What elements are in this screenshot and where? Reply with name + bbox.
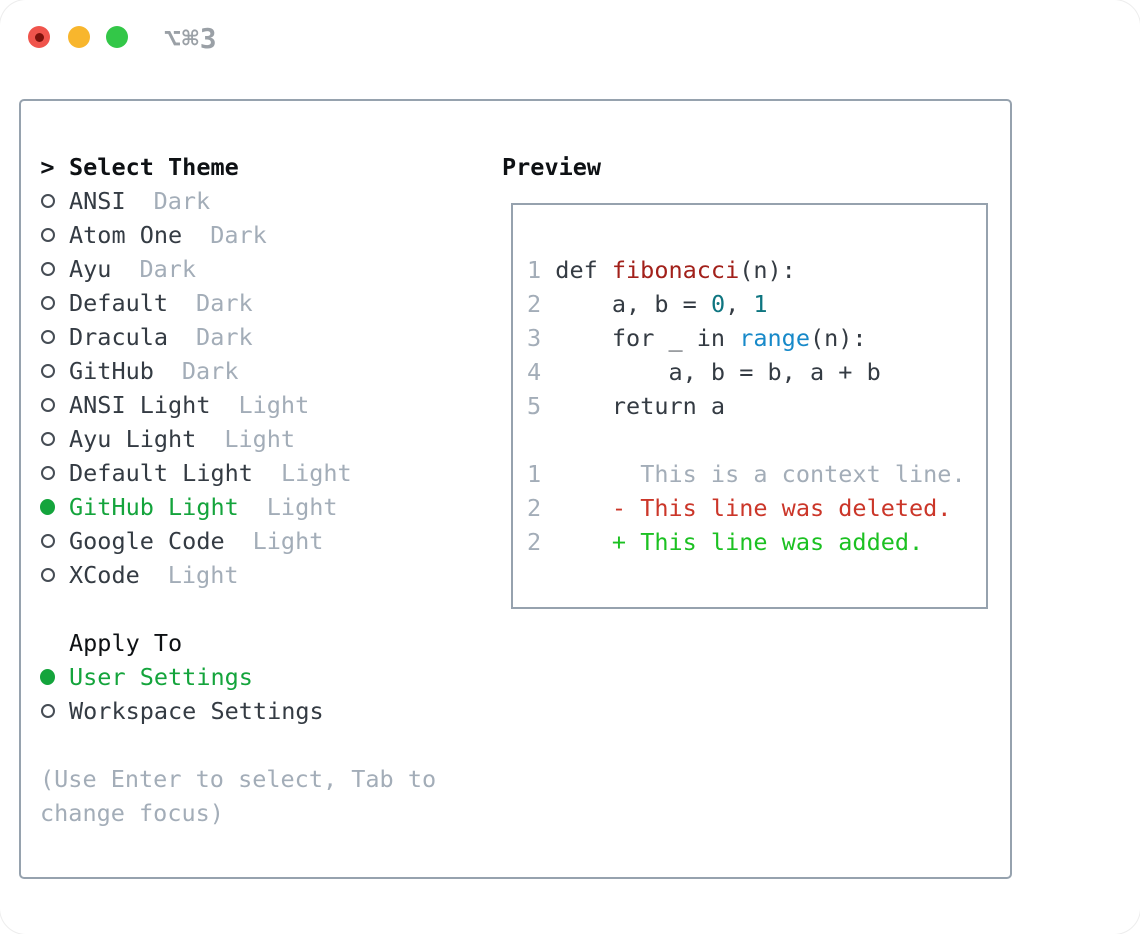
theme-variant-label: Dark bbox=[210, 221, 267, 249]
apply-option-label: Workspace Settings bbox=[69, 697, 324, 725]
hint-text-line1: (Use Enter to select, Tab to bbox=[40, 765, 437, 793]
theme-option-xcode[interactable]: XCode Light bbox=[40, 558, 436, 592]
apply-to-header: Apply To bbox=[40, 626, 436, 660]
minimize-button[interactable] bbox=[68, 26, 90, 48]
theme-option-default-light[interactable]: Default Light Light bbox=[40, 456, 436, 490]
radio-icon bbox=[40, 228, 55, 242]
radio-icon bbox=[40, 568, 55, 582]
radio-selected-icon bbox=[40, 669, 55, 685]
theme-variant-label: Dark bbox=[153, 187, 211, 215]
radio-icon bbox=[40, 534, 55, 548]
theme-variant-label: Light bbox=[167, 561, 239, 589]
radio-icon bbox=[40, 704, 55, 718]
preview-line: 5 return a bbox=[527, 392, 726, 420]
select-theme-title: Select Theme bbox=[69, 153, 239, 181]
window-title-shortcut: ⌥⌘3 bbox=[164, 22, 218, 55]
theme-variant-label: Light bbox=[252, 527, 324, 555]
radio-icon bbox=[40, 432, 55, 446]
theme-name: ANSI Light bbox=[69, 391, 211, 419]
theme-variant-label: Dark bbox=[196, 289, 253, 317]
preview-line: 2 - This line was deleted. bbox=[527, 494, 952, 522]
preview-line: 1 This is a context line. bbox=[527, 460, 966, 488]
theme-option-ayu-light[interactable]: Ayu Light Light bbox=[40, 422, 436, 456]
preview-line: 3 for _ in range(n): bbox=[527, 324, 867, 352]
theme-variant-label: Light bbox=[238, 391, 310, 419]
preview-line: 2 a, b = 0, 1 bbox=[527, 290, 768, 318]
theme-variant-label: Light bbox=[224, 425, 296, 453]
preview-line: 2 + This line was added. bbox=[527, 528, 924, 556]
theme-option-google-code[interactable]: Google Code Light bbox=[40, 524, 436, 558]
preview-line: 1 def fibonacci(n): bbox=[527, 256, 796, 284]
close-button-dot-icon bbox=[34, 32, 44, 42]
preview-box: 1 def fibonacci(n): 2 a, b = 0, 1 3 for _ … bbox=[511, 203, 988, 609]
theme-option-github-light[interactable]: GitHub Light Light bbox=[40, 490, 436, 524]
prompt-arrow-icon: > bbox=[40, 153, 55, 181]
theme-name: Google Code bbox=[69, 527, 225, 555]
radio-icon bbox=[40, 398, 55, 412]
zoom-button[interactable] bbox=[106, 26, 128, 48]
radio-icon bbox=[40, 194, 55, 208]
radio-icon bbox=[40, 364, 55, 378]
theme-name: Dracula bbox=[69, 323, 169, 351]
close-button[interactable] bbox=[28, 26, 50, 48]
theme-variant-label: Dark bbox=[181, 357, 239, 385]
radio-icon bbox=[40, 466, 55, 480]
theme-option-dracula[interactable]: Dracula Dark bbox=[40, 320, 436, 354]
preview-line: 4 a, b = b, a + b bbox=[527, 358, 881, 386]
theme-variant-label: Dark bbox=[139, 255, 197, 283]
radio-selected-icon bbox=[40, 499, 55, 515]
apply-option-label: User Settings bbox=[69, 663, 253, 691]
theme-option-ansi[interactable]: ANSI Dark bbox=[40, 184, 436, 218]
theme-name: GitHub bbox=[69, 357, 154, 385]
theme-name: Default bbox=[69, 289, 169, 317]
radio-icon bbox=[40, 330, 55, 344]
theme-variant-label: Dark bbox=[196, 323, 253, 351]
apply-option-user-settings[interactable]: User Settings bbox=[40, 660, 436, 694]
theme-name: XCode bbox=[69, 561, 140, 589]
theme-name: GitHub Light bbox=[69, 493, 239, 521]
theme-name: Ayu Light bbox=[69, 425, 197, 453]
radio-icon bbox=[40, 296, 55, 310]
hint-text-line2: change focus) bbox=[40, 799, 224, 827]
theme-name: Ayu bbox=[69, 255, 112, 283]
spacer bbox=[40, 592, 436, 626]
preview-code: 1 def fibonacci(n): 2 a, b = 0, 1 3 for _ … bbox=[527, 253, 986, 559]
theme-name: ANSI bbox=[69, 187, 126, 215]
select-theme-header: > Select Theme bbox=[40, 150, 436, 184]
apply-to-title: Apply To bbox=[69, 629, 183, 657]
theme-name: Default Light bbox=[69, 459, 253, 487]
theme-option-default[interactable]: Default Dark bbox=[40, 286, 436, 320]
theme-option-ansi-light[interactable]: ANSI Light Light bbox=[40, 388, 436, 422]
preview-title: Preview bbox=[502, 153, 602, 181]
theme-variant-label: Light bbox=[280, 459, 352, 487]
theme-option-ayu[interactable]: Ayu Dark bbox=[40, 252, 436, 286]
theme-option-atom-one[interactable]: Atom One Dark bbox=[40, 218, 436, 252]
radio-icon bbox=[40, 262, 55, 276]
preview-line bbox=[527, 423, 986, 457]
theme-name: Atom One bbox=[69, 221, 183, 249]
apply-option-workspace-settings[interactable]: Workspace Settings bbox=[40, 694, 436, 728]
theme-variant-label: Light bbox=[266, 493, 338, 521]
spacer bbox=[40, 728, 436, 762]
theme-option-github[interactable]: GitHub Dark bbox=[40, 354, 436, 388]
